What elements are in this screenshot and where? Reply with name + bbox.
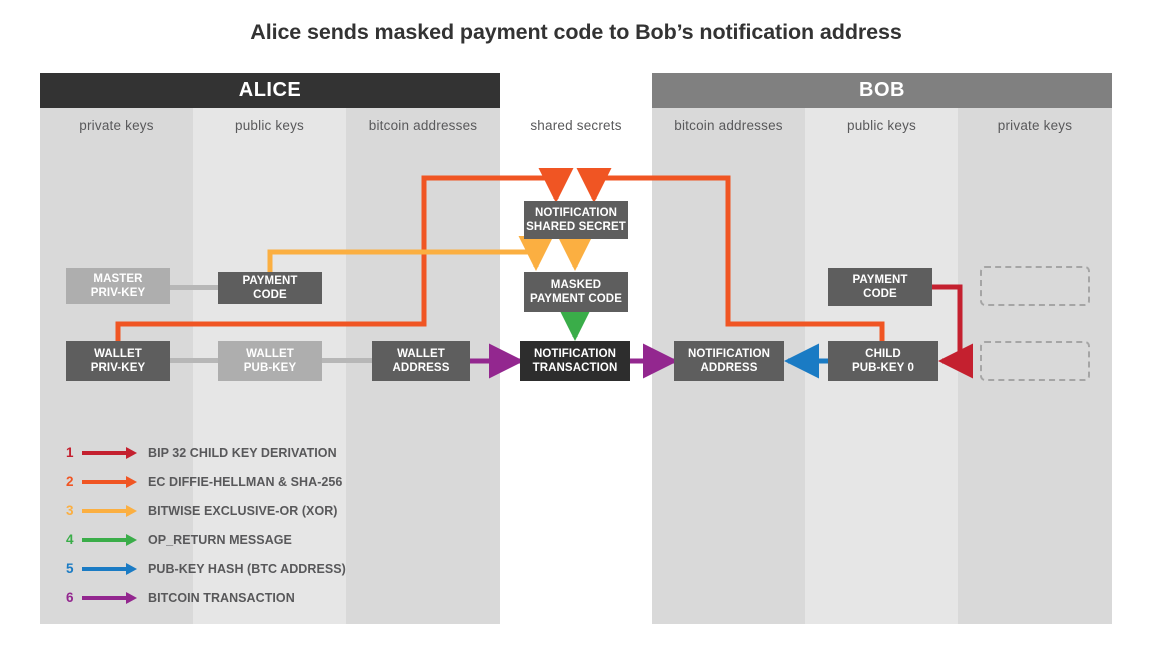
node-notification-shared-secret[interactable]: NOTIFICATION SHARED SECRET xyxy=(524,201,628,239)
edge-alice-privkey-to-shared-secret xyxy=(115,168,574,341)
legend-label-6: BITCOIN TRANSACTION xyxy=(148,590,295,605)
legend-arrow-1 xyxy=(82,446,137,459)
column-label-bob-public: public keys xyxy=(847,118,916,133)
placeholder-box-upper xyxy=(980,266,1090,306)
legend-number-4: 4 xyxy=(66,532,74,547)
node-notification-transaction-line2: TRANSACTION xyxy=(532,362,618,374)
node-notification-transaction[interactable]: NOTIFICATION TRANSACTION xyxy=(520,341,630,381)
legend-arrow-6 xyxy=(82,591,137,604)
node-child-pub-key-line1: CHILD xyxy=(865,348,901,360)
legend-arrow-2 xyxy=(82,475,137,488)
placeholder-box-lower xyxy=(980,341,1090,381)
node-payment-code-bob[interactable]: PAYMENT CODE xyxy=(828,268,932,306)
legend-label-3: BITWISE EXCLUSIVE-OR (XOR) xyxy=(148,503,338,518)
column-label-bob-addresses: bitcoin addresses xyxy=(674,118,783,133)
legend-item-6: 6 BITCOIN TRANSACTION xyxy=(66,583,346,612)
node-notification-shared-secret-line2: SHARED SECRET xyxy=(526,221,626,233)
node-wallet-address-line1: WALLET xyxy=(397,348,445,360)
legend-number-3: 3 xyxy=(66,503,74,518)
link-wallet-pub-to-wallet-address xyxy=(322,358,374,363)
node-master-priv-key-line2: PRIV-KEY xyxy=(90,287,146,299)
legend-label-5: PUB-KEY HASH (BTC ADDRESS) xyxy=(148,561,346,576)
legend-item-4: 4 OP_RETURN MESSAGE xyxy=(66,525,346,554)
legend-label-2: EC DIFFIE-HELLMAN & SHA-256 xyxy=(148,474,343,489)
legend-number-2: 2 xyxy=(66,474,74,489)
link-wallet-priv-to-wallet-pub xyxy=(170,358,220,363)
legend-number-5: 5 xyxy=(66,561,74,576)
legend-label-1: BIP 32 CHILD KEY DERIVATION xyxy=(148,445,337,460)
edge-payment-code-to-masked-payment-code xyxy=(267,236,554,272)
node-payment-code-bob-line2: CODE xyxy=(863,288,897,300)
node-notification-address-line1: NOTIFICATION xyxy=(687,348,771,360)
column-label-alice-addresses: bitcoin addresses xyxy=(368,118,478,133)
legend-item-2: 2 EC DIFFIE-HELLMAN & SHA-256 xyxy=(66,467,346,496)
node-notification-address-line2: ADDRESS xyxy=(700,362,758,374)
party-header-bob-label: BOB xyxy=(859,79,905,101)
party-header-bob: BOB xyxy=(652,73,1112,108)
link-master-to-payment-code xyxy=(170,285,220,290)
column-label-alice-private: private keys xyxy=(79,118,154,133)
node-wallet-pub-key[interactable]: WALLET PUB-KEY xyxy=(218,341,322,381)
node-wallet-priv-key-line1: WALLET xyxy=(94,348,142,360)
legend-number-6: 6 xyxy=(66,590,74,605)
node-wallet-pub-key-line2: PUB-KEY xyxy=(243,362,297,374)
node-masked-payment-code-line1: MASKED xyxy=(550,279,602,291)
node-payment-code-alice-line1: PAYMENT xyxy=(242,275,298,287)
legend-arrow-3 xyxy=(82,504,137,517)
edge-bob-payment-code-to-child-pubkey xyxy=(932,284,973,379)
node-child-pub-key-line2: PUB-KEY 0 xyxy=(851,362,915,374)
column-band-bob-private xyxy=(958,108,1112,624)
node-masked-payment-code-line2: PAYMENT CODE xyxy=(530,293,622,305)
node-notification-address[interactable]: NOTIFICATION ADDRESS xyxy=(674,341,784,381)
node-wallet-priv-key-line2: PRIV-KEY xyxy=(90,362,146,374)
node-master-priv-key-line1: MASTER xyxy=(93,273,143,285)
legend-item-3: 3 BITWISE EXCLUSIVE-OR (XOR) xyxy=(66,496,346,525)
node-wallet-address[interactable]: WALLET ADDRESS xyxy=(372,341,470,381)
node-payment-code-alice-line2: CODE xyxy=(253,289,287,301)
node-payment-code-bob-line1: PAYMENT xyxy=(852,274,908,286)
page-title: Alice sends masked payment code to Bob’s… xyxy=(250,20,902,44)
node-payment-code-alice[interactable]: PAYMENT CODE xyxy=(218,272,322,304)
edge-bob-childpubkey-to-shared-secret xyxy=(576,168,885,341)
node-notification-transaction-line1: NOTIFICATION xyxy=(533,348,617,360)
party-header-alice-label: ALICE xyxy=(238,79,302,101)
legend-arrow-4 xyxy=(82,533,137,546)
legend-arrow-5 xyxy=(82,562,137,575)
node-masked-payment-code[interactable]: MASKED PAYMENT CODE xyxy=(524,272,628,312)
node-master-priv-key[interactable]: MASTER PRIV-KEY xyxy=(66,268,170,304)
node-child-pub-key[interactable]: CHILD PUB-KEY 0 xyxy=(828,341,938,381)
legend-label-4: OP_RETURN MESSAGE xyxy=(148,532,292,547)
column-label-shared-secrets: shared secrets xyxy=(530,118,622,133)
legend: 1 BIP 32 CHILD KEY DERIVATION 2 EC DIFFI… xyxy=(66,438,346,612)
node-wallet-address-line2: ADDRESS xyxy=(392,362,450,374)
legend-number-1: 1 xyxy=(66,445,74,460)
node-wallet-pub-key-line1: WALLET xyxy=(246,348,294,360)
legend-item-1: 1 BIP 32 CHILD KEY DERIVATION xyxy=(66,438,346,467)
legend-item-5: 5 PUB-KEY HASH (BTC ADDRESS) xyxy=(66,554,346,583)
column-label-bob-private: private keys xyxy=(997,118,1073,133)
party-header-alice: ALICE xyxy=(40,73,500,108)
node-notification-shared-secret-line1: NOTIFICATION xyxy=(534,207,618,219)
node-wallet-priv-key[interactable]: WALLET PRIV-KEY xyxy=(66,341,170,381)
column-label-alice-public: public keys xyxy=(235,118,304,133)
